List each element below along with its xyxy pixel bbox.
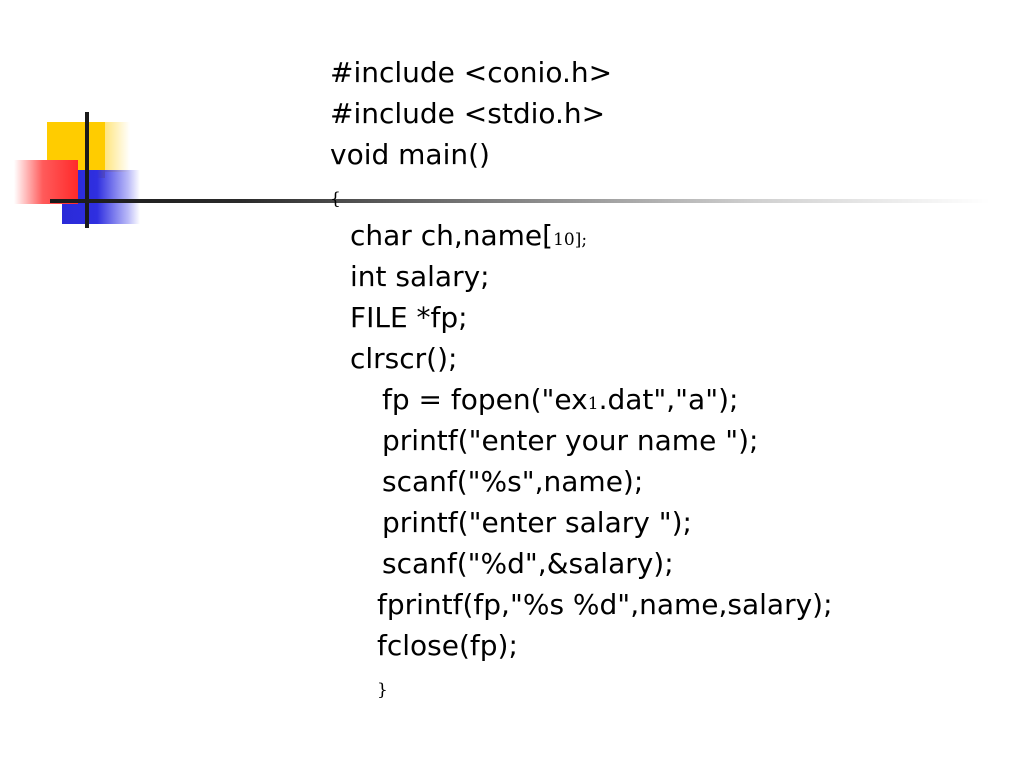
slide-ornament <box>0 0 1024 240</box>
code-line-printf-salary: printf("enter salary "); <box>330 502 990 543</box>
code-text: fclose(fp); <box>377 629 518 662</box>
code-text: { <box>330 189 341 209</box>
code-text: clrscr(); <box>350 342 458 375</box>
ornament-horizontal-rule <box>50 199 990 203</box>
code-text: char ch,name[ <box>350 219 554 252</box>
code-text-small: 10]; <box>553 230 588 250</box>
ornament-vertical-rule <box>85 112 89 228</box>
code-line-scanf-salary: scanf("%d",&salary); <box>330 543 990 584</box>
code-line-void-main: void main() <box>330 134 990 175</box>
code-text: scanf("%d",&salary); <box>382 547 674 580</box>
code-line-fopen: fp = fopen("ex1.dat","a"); <box>330 379 990 420</box>
code-line-include-conio: #include <conio.h> <box>330 52 990 93</box>
code-block: #include <conio.h> #include <stdio.h> vo… <box>330 52 990 706</box>
code-text: printf("enter your name "); <box>382 424 759 457</box>
code-line-clrscr: clrscr(); <box>330 338 990 379</box>
code-line-include-stdio: #include <stdio.h> <box>330 93 990 134</box>
code-line-printf-name: printf("enter your name "); <box>330 420 990 461</box>
code-text: void main() <box>330 138 490 171</box>
code-line-close-brace: } <box>330 666 990 706</box>
code-text: FILE *fp; <box>350 301 468 334</box>
code-line-fclose: fclose(fp); <box>330 625 990 666</box>
code-text: #include <conio.h> <box>330 56 613 89</box>
code-line-open-brace: { <box>330 175 990 215</box>
code-text-small: 1 <box>587 394 599 414</box>
code-text: fprintf(fp,"%s %d",name,salary); <box>377 588 833 621</box>
code-text: fp = fopen("ex <box>382 383 588 416</box>
code-text: scanf("%s",name); <box>382 465 644 498</box>
code-text: } <box>377 680 388 700</box>
code-line-char-decl: char ch,name[10]; <box>330 215 990 256</box>
code-line-scanf-name: scanf("%s",name); <box>330 461 990 502</box>
code-text: printf("enter salary "); <box>382 506 692 539</box>
code-text: #include <stdio.h> <box>330 97 606 130</box>
code-line-fprintf: fprintf(fp,"%s %d",name,salary); <box>330 584 990 625</box>
code-line-file-ptr: FILE *fp; <box>330 297 990 338</box>
code-text: .dat","a"); <box>598 383 739 416</box>
ornament-red-square <box>14 160 78 204</box>
code-text: int salary; <box>350 260 490 293</box>
code-line-int-salary: int salary; <box>330 256 990 297</box>
